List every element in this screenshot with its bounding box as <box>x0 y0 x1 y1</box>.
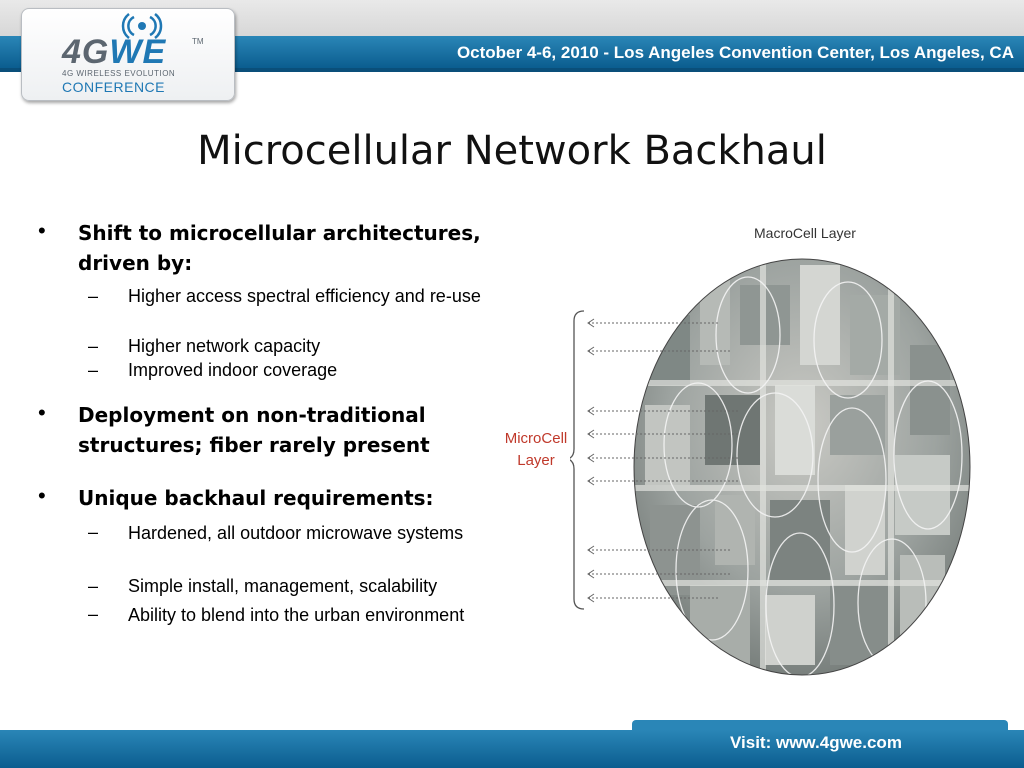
bullet-item: • Shift to microcellular architectures, … <box>38 218 518 278</box>
event-info: October 4-6, 2010 - Los Angeles Conventi… <box>456 43 1014 62</box>
sub-bullet-item: – Higher network capacity <box>88 334 518 358</box>
sub-bullet-item: – Simple install, management, scalabilit… <box>88 574 538 598</box>
city-aerial-circle <box>633 258 971 676</box>
network-diagram: MacroCell Layer MicroCell Layer <box>490 215 1010 685</box>
header-divider <box>0 68 1024 72</box>
sub-bullet-marker: – <box>88 522 99 542</box>
sub-bullet-marker: – <box>88 286 99 306</box>
bullet-text: Unique backhaul requirements: <box>78 486 434 510</box>
logo-conference: CONFERENCE <box>62 79 166 95</box>
footer-website: Visit: www.4gwe.com <box>730 733 902 752</box>
macrocell-label: MacroCell Layer <box>754 225 856 241</box>
bullet-marker: • <box>38 218 46 243</box>
slide-title: Microcellular Network Backhaul <box>197 128 827 174</box>
bullet-item: • Unique backhaul requirements: <box>38 483 518 513</box>
logo-wordmark: 4GWE <box>62 33 167 71</box>
sub-bullet-item: – Improved indoor coverage <box>88 358 518 382</box>
signal-waves-icon <box>121 13 163 39</box>
sub-bullet-marker: – <box>88 604 99 624</box>
bullet-text: Deployment on non-traditional structures… <box>78 403 430 457</box>
bullet-text: Shift to microcellular architectures, dr… <box>78 221 481 275</box>
sub-bullet-text: Hardened, all outdoor microwave systems <box>128 523 464 543</box>
sub-bullet-item: – Hardened, all outdoor microwave system… <box>88 520 498 547</box>
logo-subtitle: 4G WIRELESS EVOLUTION <box>62 69 176 78</box>
sub-bullet-text: Improved indoor coverage <box>128 360 338 380</box>
footer-band <box>0 730 1024 768</box>
sub-bullet-marker: – <box>88 360 99 380</box>
sub-bullet-marker: – <box>88 336 99 356</box>
microcell-bracket <box>570 310 740 610</box>
sub-bullet-item: – Ability to blend into the urban enviro… <box>88 602 478 629</box>
sub-bullet-text: Higher network capacity <box>128 336 321 356</box>
sub-bullet-text: Simple install, management, scalability <box>128 576 438 596</box>
sub-bullet-text: Ability to blend into the urban environm… <box>128 605 465 625</box>
sub-bullet-marker: – <box>88 576 99 596</box>
bullet-item: • Deployment on non-traditional structur… <box>38 400 518 460</box>
conference-logo: 4GWE TM 4G WIRELESS EVOLUTION CONFERENCE <box>21 8 235 101</box>
bullet-marker: • <box>38 483 46 508</box>
microcell-label: MicroCell Layer <box>504 430 568 469</box>
logo-trademark: TM <box>192 37 204 46</box>
sub-bullet-text: Higher access spectral efficiency and re… <box>128 286 481 306</box>
sub-bullet-item: – Higher access spectral efficiency and … <box>88 284 518 308</box>
bullet-marker: • <box>38 400 46 425</box>
